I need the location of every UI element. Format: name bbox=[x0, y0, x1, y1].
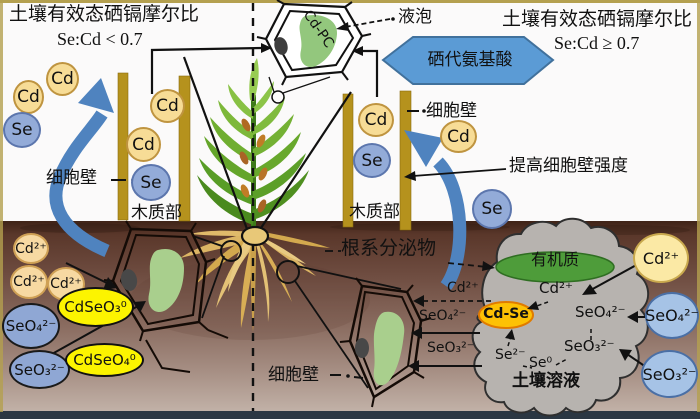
cd-ion-text: Cd bbox=[156, 96, 179, 116]
vacuole-leader bbox=[336, 17, 395, 31]
header-left-ratio: Se:Cd < 0.7 bbox=[57, 29, 143, 49]
leaf-cell bbox=[256, 0, 372, 86]
cd-ion-chip: Cd bbox=[150, 89, 185, 123]
header-right-ratio: Se:Cd ≥ 0.7 bbox=[554, 33, 640, 53]
cd-se-complex-label: Cd-Se bbox=[483, 306, 529, 322]
root-cell-left bbox=[103, 220, 229, 373]
cd-ion-chip: Cd bbox=[440, 120, 477, 153]
cdseo3-complex-chip: CdSeO₃⁰ bbox=[57, 287, 134, 327]
header-right-title: 土壤有效态硒镉摩尔比 bbox=[502, 9, 693, 30]
header-left-title: 土壤有效态硒镉摩尔比 bbox=[9, 4, 200, 25]
cdseo4-text: CdSeO₄⁰ bbox=[73, 351, 136, 369]
se-ion-chip: Se bbox=[472, 189, 512, 229]
cd-ion-text: Cd bbox=[364, 110, 388, 130]
se-ion-chip: Se bbox=[353, 143, 391, 178]
cd2-ion-text: Cd²⁺ bbox=[15, 240, 47, 257]
strengthen-cell-wall-label: 提高细胞壁强度 bbox=[509, 156, 628, 175]
seo4-ion-chip: SeO₄²⁻ bbox=[645, 292, 699, 339]
cloud-cd2-ion: Cd²⁺ bbox=[539, 279, 573, 297]
cdseo4-complex-chip: CdSeO₄⁰ bbox=[65, 343, 144, 377]
cloud-se2-ion: Se²⁻ bbox=[495, 347, 526, 363]
xylem-right-label: 木质部 bbox=[349, 202, 400, 221]
cd2-ion-text: Cd²⁺ bbox=[50, 276, 82, 292]
transfer-cd2-ion: Cd²⁺ bbox=[447, 280, 479, 296]
cd2-ion-chip: Cd²⁺ bbox=[10, 265, 48, 299]
root-system bbox=[180, 230, 330, 332]
cell-wall-right-label: 细胞壁 bbox=[426, 101, 477, 120]
uptake-arrow-left bbox=[49, 78, 114, 257]
cloud-seo3-ion: SeO₃²⁻ bbox=[564, 337, 615, 355]
seo4-ion-text: SeO₄²⁻ bbox=[645, 306, 699, 325]
cd-ion-chip: Cd bbox=[126, 127, 161, 162]
cd2-ion-chip: Cd²⁺ bbox=[633, 233, 689, 283]
se-ion-text: Se bbox=[361, 150, 383, 171]
cd-ion-text: Cd bbox=[132, 134, 155, 155]
cd2-ion-text: Cd²⁺ bbox=[13, 274, 45, 290]
cd-transport-lines bbox=[150, 43, 379, 97]
seleno-amino-acid-banner bbox=[381, 36, 555, 85]
se-ion-text: Se bbox=[11, 120, 33, 140]
xylem-left-label: 木质部 bbox=[131, 203, 182, 222]
se-ion-chip: Se bbox=[3, 112, 41, 148]
xylem-bars bbox=[117, 72, 412, 231]
se-ion-text: Se bbox=[481, 199, 503, 219]
soil-solution-label: 土壤溶液 bbox=[512, 371, 580, 390]
seo4-ion-chip: SeO₄²⁻ bbox=[2, 303, 60, 349]
organic-matter-label: 有机质 bbox=[530, 252, 579, 269]
cd-ion-text: Cd bbox=[17, 87, 40, 107]
cd2-ion-text: Cd²⁺ bbox=[642, 248, 680, 268]
magnifier-circles bbox=[220, 90, 300, 284]
seo3-ion-chip: SeO₃²⁻ bbox=[641, 350, 698, 398]
cd-ion-chip: Cd bbox=[358, 103, 394, 137]
seo3-ion-chip: SeO₃²⁻ bbox=[9, 350, 70, 389]
cell-wall-left-label: 细胞壁 bbox=[46, 168, 97, 187]
root-exudates-label: 根系分泌物 bbox=[341, 238, 437, 259]
se-ion-chip: Se bbox=[131, 164, 171, 201]
seo3-ion-text: SeO₃²⁻ bbox=[642, 364, 697, 384]
vacuole-label: 液泡 bbox=[398, 7, 432, 26]
seo4-ion-text: SeO₄²⁻ bbox=[5, 317, 57, 335]
cell-wall-root-label: 细胞壁 bbox=[268, 365, 319, 384]
transfer-seo4-ion: SeO₄²⁻ bbox=[419, 308, 467, 324]
transfer-seo3-ion: SeO₃²⁻ bbox=[427, 340, 475, 356]
cloud-seo4-ion: SeO₄²⁻ bbox=[575, 303, 626, 321]
seo3-ion-text: SeO₃²⁻ bbox=[14, 360, 65, 379]
se-ion-text: Se bbox=[140, 172, 162, 193]
connector-lines bbox=[182, 56, 402, 389]
cloud-se0-ion: Se⁰ bbox=[529, 355, 553, 371]
soil-solution-cloud bbox=[471, 217, 649, 417]
cdseo3-text: CdSeO₃⁰ bbox=[64, 298, 127, 316]
seleno-amino-acid-label: 硒代氨基酸 bbox=[427, 50, 513, 69]
cd-ion-text: Cd bbox=[51, 69, 74, 89]
cd-ion-chip: Cd bbox=[46, 62, 79, 96]
cd-ion-chip: Cd bbox=[13, 80, 44, 114]
cd-ion-text: Cd bbox=[447, 126, 470, 147]
cd2-ion-chip: Cd²⁺ bbox=[13, 233, 49, 264]
